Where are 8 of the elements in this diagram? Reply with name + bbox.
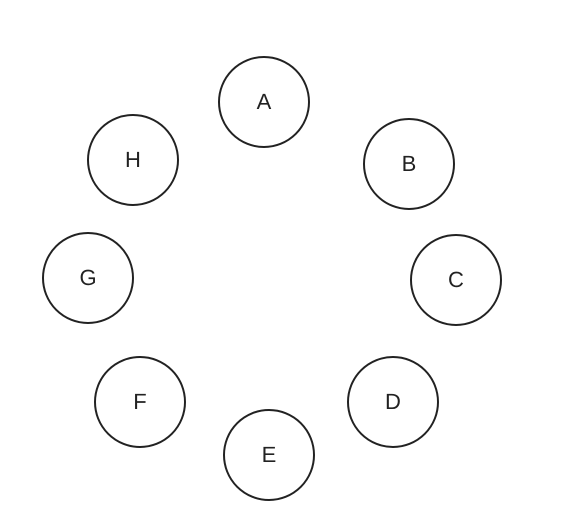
- circle-node: F: [94, 356, 186, 448]
- circle-node: C: [410, 234, 502, 326]
- circle-node: E: [223, 409, 315, 501]
- circle-node: B: [363, 118, 455, 210]
- circle-node: G: [42, 232, 134, 324]
- circle-node: D: [347, 356, 439, 448]
- circle-node: H: [87, 114, 179, 206]
- circle-node: A: [218, 56, 310, 148]
